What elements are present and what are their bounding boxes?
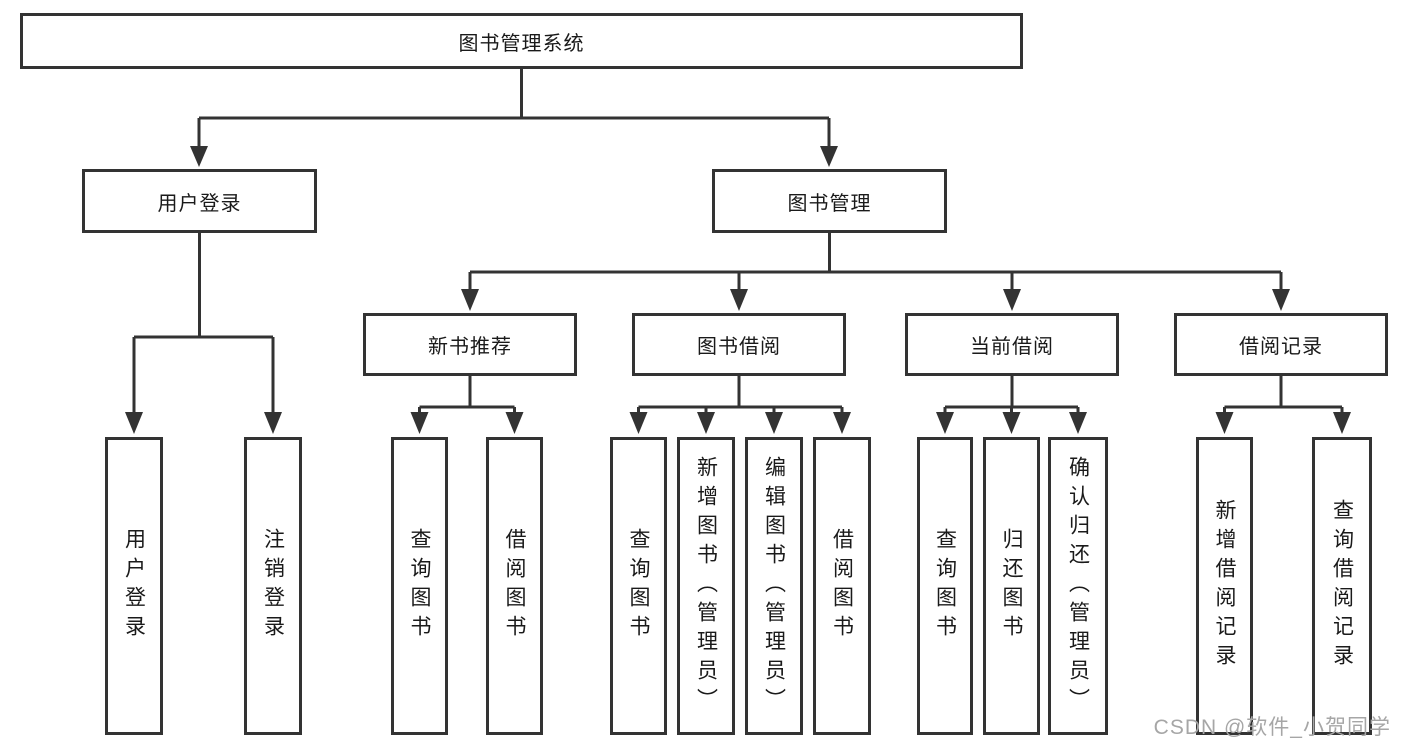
leaf-query-books-recommend: 查询图书	[391, 437, 448, 735]
node-label: 图书管理	[787, 192, 872, 215]
node-label: 当前借阅	[970, 336, 1054, 358]
csdn-watermark: CSDN @软件_小贺同学	[1153, 716, 1391, 739]
leaf-query-books-current: 查询图书	[917, 437, 973, 735]
node-library-management-system: 图书管理系统	[20, 13, 1023, 69]
leaf-user-login: 用户登录	[105, 437, 163, 735]
node-label: 用户登录	[157, 192, 242, 215]
node-label: 查询图书	[408, 528, 431, 644]
node-label: 借阅图书	[830, 528, 854, 644]
node-new-book-recommend: 新书推荐	[363, 313, 577, 376]
leaf-borrow-books: 借阅图书	[813, 437, 871, 735]
node-label: 用户登录	[122, 528, 146, 644]
node-label: 编辑图书（管理员）	[762, 455, 786, 717]
node-label: 图书借阅	[697, 336, 781, 358]
node-label: 归还图书	[1000, 528, 1023, 644]
leaf-query-books-borrow: 查询图书	[610, 437, 667, 735]
node-label: 新书推荐	[428, 336, 512, 358]
node-label: 查询图书	[933, 528, 957, 644]
leaf-edit-books-admin: 编辑图书（管理员）	[745, 437, 803, 735]
node-label: 借阅图书	[503, 528, 526, 644]
leaf-add-books-admin: 新增图书（管理员）	[677, 437, 735, 735]
node-book-management-branch: 图书管理	[712, 169, 947, 233]
node-label: 查询借阅记录	[1330, 499, 1354, 673]
node-label: 新增图书（管理员）	[694, 455, 718, 717]
node-label: 确认归还（管理员）	[1066, 455, 1090, 717]
leaf-query-borrow-record: 查询借阅记录	[1312, 437, 1372, 735]
leaf-confirm-return-admin: 确认归还（管理员）	[1048, 437, 1108, 735]
node-book-borrow: 图书借阅	[632, 313, 846, 376]
node-label: 借阅记录	[1239, 336, 1323, 358]
node-label: 注销登录	[261, 528, 285, 644]
leaf-return-books: 归还图书	[983, 437, 1040, 735]
leaf-add-borrow-record: 新增借阅记录	[1196, 437, 1253, 735]
node-label: 查询图书	[627, 528, 650, 644]
node-label: 新增借阅记录	[1213, 499, 1236, 673]
node-borrow-records: 借阅记录	[1174, 313, 1388, 376]
leaf-logout-login: 注销登录	[244, 437, 302, 735]
node-current-borrow: 当前借阅	[905, 313, 1119, 376]
node-label: 图书管理系统	[458, 32, 585, 55]
node-user-login-branch: 用户登录	[82, 169, 317, 233]
leaf-borrow-books-recommend: 借阅图书	[486, 437, 543, 735]
